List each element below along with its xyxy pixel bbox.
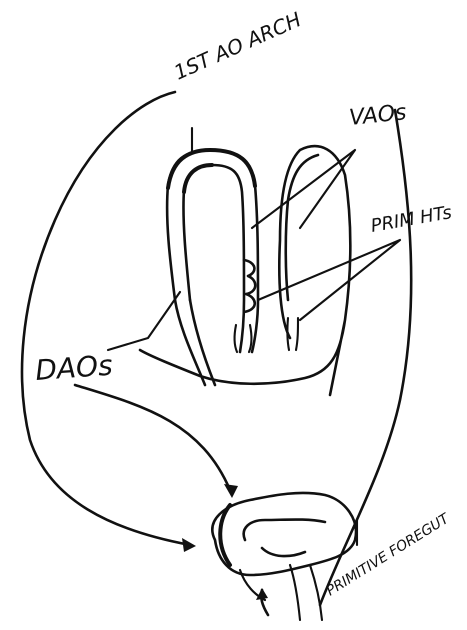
sweep-curve-left [22, 92, 190, 545]
foregut-outer [212, 493, 356, 575]
foregut-lower-lines [240, 565, 322, 620]
first-aortic-arch [168, 150, 255, 188]
right-heart-tube [286, 155, 318, 300]
label-daos: DAOs [34, 349, 113, 387]
sweep-curve-left-arrowhead [182, 538, 196, 552]
left-heart-tube-inner [183, 165, 244, 352]
first-arch-segment [184, 165, 212, 192]
foregut-arrow-up-head [256, 588, 268, 600]
label-first-ao-arch: 1ST AO ARCH [170, 7, 304, 84]
leader-daos [108, 292, 180, 350]
daos-arrow [75, 385, 230, 490]
label-prim-hts: PRIM HTs [369, 202, 453, 237]
foregut-inner [244, 520, 325, 557]
daos-arrowhead [224, 484, 238, 498]
heart-tube-bulges [244, 260, 255, 312]
left-limb-down [175, 300, 215, 385]
dorsal-aorta-segment [220, 505, 230, 565]
